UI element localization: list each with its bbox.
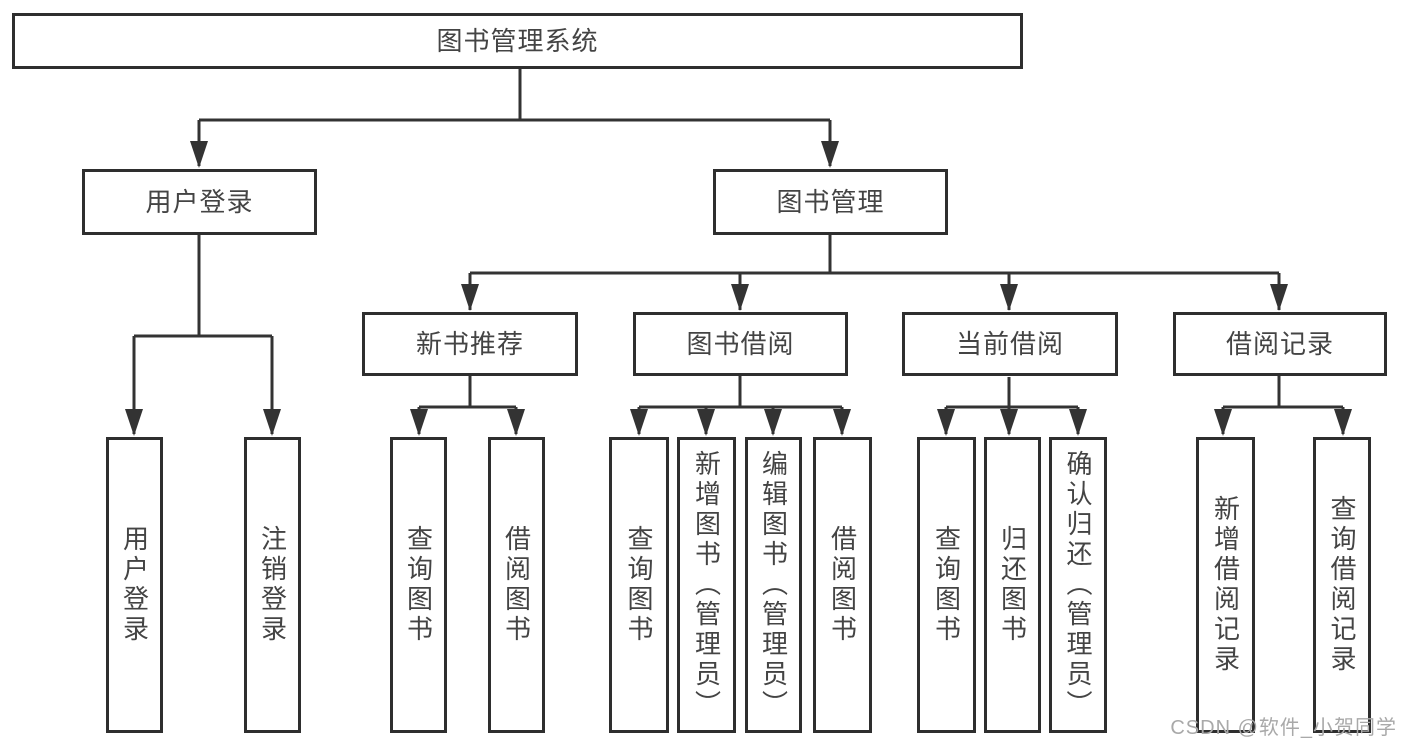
leaf-bb-borrow-book: 借阅图书	[813, 437, 872, 733]
leaf-br-query-record: 查询借阅记录	[1313, 437, 1371, 733]
leaf-cb-confirm-return-admin: 确认归还（管理员）	[1049, 437, 1107, 733]
leaf-logout: 注销登录	[244, 437, 301, 733]
leaf-bb-edit-book-admin: 编辑图书（管理员）	[745, 437, 802, 733]
node-new-book-recommend: 新书推荐	[362, 312, 578, 376]
arrow-down-icon	[1334, 409, 1352, 436]
arrow-down-icon	[821, 141, 839, 168]
leaf-nb-query-book: 查询图书	[390, 437, 447, 733]
arrow-down-icon	[697, 409, 715, 436]
arrow-down-icon	[764, 409, 782, 436]
watermark: CSDN @软件_小贺同学	[1170, 717, 1397, 739]
arrow-down-icon	[833, 409, 851, 436]
arrow-down-icon	[461, 284, 479, 311]
leaf-user-login: 用户登录	[106, 437, 163, 733]
arrow-down-icon	[1000, 409, 1018, 436]
node-root: 图书管理系统	[12, 13, 1023, 69]
arrow-down-icon	[1000, 284, 1018, 311]
node-book-management-branch: 图书管理	[713, 169, 948, 235]
arrow-down-icon	[630, 409, 648, 436]
arrow-down-icon	[507, 409, 525, 436]
leaf-bb-query-book: 查询图书	[609, 437, 669, 733]
leaf-bb-add-book-admin: 新增图书（管理员）	[677, 437, 736, 733]
node-borrow-record: 借阅记录	[1173, 312, 1387, 376]
arrow-down-icon	[1069, 409, 1087, 436]
node-current-borrow: 当前借阅	[902, 312, 1118, 376]
leaf-cb-return-book: 归还图书	[984, 437, 1041, 733]
leaf-cb-query-book: 查询图书	[917, 437, 976, 733]
arrow-down-icon	[1214, 409, 1232, 436]
arrow-down-icon	[1270, 284, 1288, 311]
arrow-down-icon	[410, 409, 428, 436]
leaf-br-add-record: 新增借阅记录	[1196, 437, 1255, 733]
arrow-down-icon	[263, 409, 281, 436]
node-book-borrow: 图书借阅	[633, 312, 848, 376]
arrow-down-icon	[190, 141, 208, 168]
arrow-down-icon	[125, 409, 143, 436]
arrow-down-icon	[731, 284, 749, 311]
arrowhead-icons	[125, 141, 1352, 436]
arrow-down-icon	[937, 409, 955, 436]
node-user-login-branch: 用户登录	[82, 169, 317, 235]
leaf-nb-borrow-book: 借阅图书	[488, 437, 545, 733]
